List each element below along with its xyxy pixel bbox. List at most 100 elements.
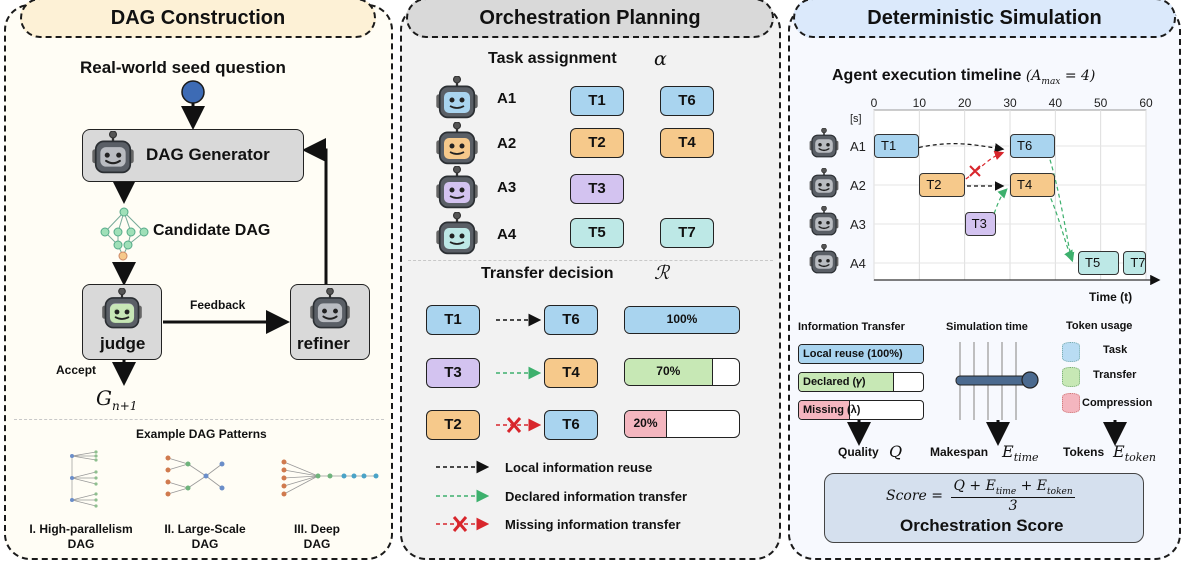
legend-declared: Declared information transfer	[505, 489, 688, 504]
timeline-xtick-20: 20	[958, 98, 972, 110]
patterns-title: Example DAG Patterns	[136, 427, 267, 441]
timeline-task-t4: T4	[1010, 173, 1056, 197]
timeline-xtick-0: 0	[871, 98, 878, 110]
timeline-xtick-40: 40	[1049, 98, 1063, 110]
pattern-icons	[70, 450, 379, 508]
assign-a4-t5: T5	[570, 218, 624, 248]
quality-symbol: Q	[889, 442, 903, 461]
generator-robot-icon: .face{fill:#b9bcc1}	[90, 131, 136, 177]
score-box	[824, 473, 1144, 543]
timeline-title: Agent execution timeline (Amax = 4)	[832, 67, 1096, 87]
info-bar-missing: Missing (λ)	[798, 400, 924, 420]
orchestration-title: Orchestration Planning	[406, 0, 774, 38]
info-bar-local: Local reuse (100%)	[798, 344, 924, 364]
assign-a1-t1: T1	[570, 86, 624, 116]
feedback-label: Feedback	[190, 298, 246, 312]
token-usage-title: Token usage	[1066, 320, 1133, 332]
info-bar-declared: Declared (𝛾)	[798, 372, 924, 392]
timeline-xlabel: Time (t)	[1089, 290, 1133, 304]
transfer-3-to: T6	[544, 410, 598, 440]
transfer-2-from: T3	[426, 358, 480, 388]
agent-a2-label: A2	[497, 135, 517, 152]
assign-a3-t3: T3	[570, 174, 624, 204]
dag-generator-label: DAG Generator	[146, 145, 270, 164]
divider-mid	[408, 260, 773, 261]
timeline-xtick-30: 30	[1003, 98, 1017, 110]
alpha-symbol: α	[654, 48, 667, 70]
timeline-xtick-60: 60	[1139, 98, 1153, 110]
info-bar-missing-label: Missing (λ)	[803, 404, 861, 416]
transfer-2-fill	[625, 359, 713, 385]
quality-label: Quality	[838, 445, 879, 459]
simulation-title: Deterministic Simulation	[793, 0, 1176, 38]
agent-a1-icon	[434, 76, 480, 122]
timeline-row-label-A4: A4	[850, 256, 866, 271]
metric-arrows	[847, 420, 1127, 446]
makespan-symbol: Etime	[1002, 442, 1039, 465]
assign-a2-t2: T2	[570, 128, 624, 158]
simulation-slider-icon	[955, 342, 1039, 420]
agent-a1-label: A1	[497, 90, 517, 107]
refiner-robot-icon	[308, 288, 352, 332]
timeline-xtick-10: 10	[913, 98, 927, 110]
transfer-arrows	[436, 313, 542, 532]
info-transfer-title: Information Transfer	[798, 321, 905, 333]
agent-a4-icon	[434, 212, 480, 258]
agent-a3-icon	[434, 166, 480, 212]
dag-construction-title: DAG Construction	[20, 0, 376, 38]
timeline-row-label-A1: A1	[850, 139, 866, 154]
score-formula: Score = Q + Etime + Etoken 3	[886, 478, 1075, 514]
token-compression-icon	[1062, 393, 1080, 413]
accept-label: Accept	[56, 363, 97, 377]
assign-a1-t6: T6	[660, 86, 714, 116]
agent-a2-icon	[434, 122, 480, 168]
timeline-task-t1: T1	[874, 134, 920, 158]
transfer-3-pct: 20%	[633, 416, 658, 430]
agent-a3-label: A3	[497, 179, 517, 196]
token-task-label: Task	[1103, 344, 1128, 356]
judge-robot-icon	[100, 288, 144, 332]
output-dag-symbol: Gn+1	[96, 386, 138, 413]
transfer-2-to: T4	[544, 358, 598, 388]
transfer-decision-title: Transfer decision	[481, 265, 614, 282]
orchestration-score-label: Orchestration Score	[900, 516, 1064, 535]
transfer-1-bar: 100%	[624, 306, 740, 334]
timeline-task-t7: T7	[1123, 251, 1146, 275]
judge-label: judge	[100, 334, 146, 353]
legend-missing: Missing information transfer	[505, 517, 681, 532]
timeline-unit: [s]	[850, 113, 862, 125]
token-transfer-icon	[1062, 367, 1080, 387]
transfer-1-pct: 100%	[666, 312, 698, 326]
candidate-dag-label: Candidate DAG	[153, 222, 271, 239]
info-bar-declared-fill	[799, 373, 895, 391]
dag-construction-flow	[100, 80, 328, 386]
transfer-3-bar: 20%	[624, 410, 740, 438]
transfer-2-pct: 70%	[656, 364, 681, 378]
transfer-3-from: T2	[426, 410, 480, 440]
info-bar-local-fill	[799, 345, 923, 363]
legend-local: Local information reuse	[505, 460, 653, 475]
tokens-label: Tokens	[1063, 445, 1105, 459]
token-compression-label: Compression	[1082, 397, 1153, 409]
timeline-row-label-A3: A3	[850, 217, 866, 232]
info-bar-local-label: Local reuse (100%)	[803, 348, 903, 360]
transfer-1-to: T6	[544, 305, 598, 335]
r-symbol: ℛ	[654, 262, 670, 284]
token-transfer-label: Transfer	[1093, 369, 1137, 381]
seed-question-label: Real-world seed question	[80, 58, 286, 77]
simulation-panel	[788, 4, 1181, 560]
simulation-time-title: Simulation time	[946, 321, 1028, 333]
transfer-1-fill	[625, 307, 739, 333]
agent-a4-label: A4	[497, 226, 517, 243]
transfer-2-bar: 70%	[624, 358, 740, 386]
timeline-row-label-A2: A2	[850, 178, 866, 193]
timeline-xtick-50: 50	[1094, 98, 1108, 110]
assign-a2-t4: T4	[660, 128, 714, 158]
tokens-symbol: Etoken	[1113, 442, 1156, 465]
transfer-3-fill	[625, 411, 668, 437]
task-assignment-title: Task assignment	[488, 50, 617, 67]
info-bar-missing-fill	[799, 401, 850, 419]
